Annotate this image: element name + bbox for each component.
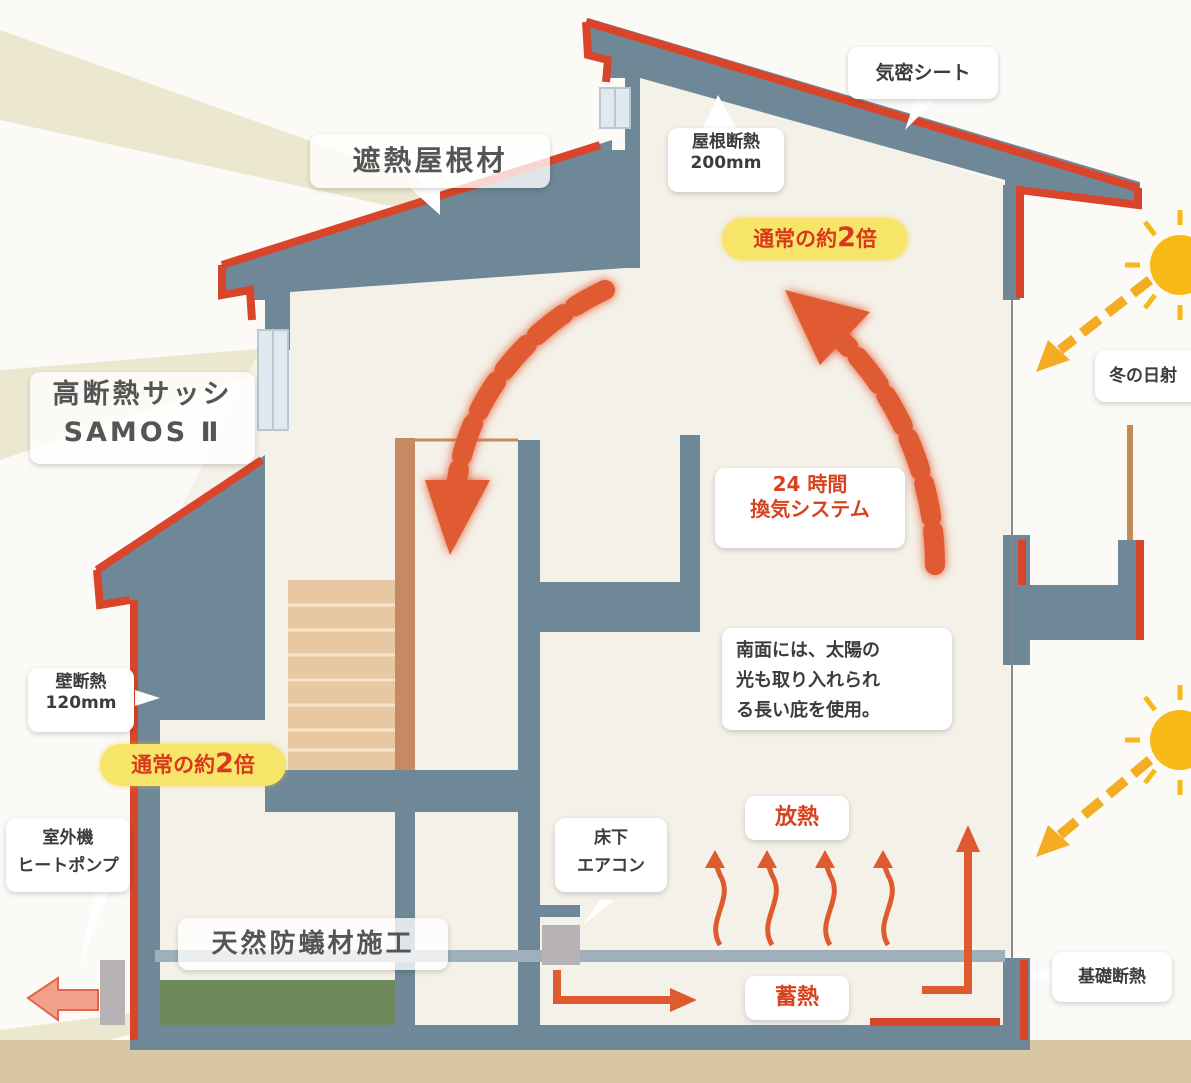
badge-wall-double: 通常の約2倍 xyxy=(100,744,286,786)
sun-ray xyxy=(1056,276,1154,839)
label-floor-ac: 床下 エアコン xyxy=(555,818,667,892)
underfloor-arrow xyxy=(553,850,972,1004)
termite-soil xyxy=(160,980,395,1025)
exhaust-arrow xyxy=(26,976,99,1022)
label-wall-insulation: 壁断熱 120mm xyxy=(28,668,134,732)
staircase xyxy=(288,438,518,770)
label-termite: 天然防蟻材施工 xyxy=(178,918,448,970)
label-outdoor-unit: 室外機 ヒートポンプ xyxy=(6,818,130,892)
label-heat-release: 放熱 xyxy=(745,796,849,840)
label-heat-storage: 蓄熱 xyxy=(745,976,849,1020)
label-roof-insulation: 屋根断熱 200mm xyxy=(668,128,784,192)
outdoor-unit xyxy=(100,960,125,1025)
balcony-post xyxy=(1127,425,1133,540)
label-ventilation: 24 時間 換気システム xyxy=(715,468,905,548)
label-eaves-note: 南面には、太陽の 光も取り入れられ る長い庇を使用。 xyxy=(722,628,952,730)
label-roof-material: 遮熱屋根材 xyxy=(310,134,550,188)
label-sash: 高断熱サッシ SAMOS Ⅱ xyxy=(30,372,255,464)
label-winter-sun: 冬の日射 xyxy=(1095,350,1191,402)
heat-wave-arrow xyxy=(712,861,895,947)
ventilation-arrow xyxy=(425,280,945,575)
badge-number: 2 xyxy=(837,222,856,253)
badge-roof-double: 通常の約2倍 xyxy=(722,218,908,260)
badge-suffix: 倍 xyxy=(233,753,255,777)
label-airtight-sheet: 気密シート xyxy=(848,47,998,99)
badge-number: 2 xyxy=(215,748,234,779)
window-glass xyxy=(257,87,631,431)
floor-ac-unit xyxy=(542,925,580,965)
label-foundation-insulation: 基礎断熱 xyxy=(1052,952,1172,1002)
badge-prefix: 通常の約 xyxy=(131,753,216,777)
badge-prefix: 通常の約 xyxy=(753,227,838,251)
sun-icon xyxy=(1125,210,1191,795)
badge-suffix: 倍 xyxy=(855,227,877,251)
